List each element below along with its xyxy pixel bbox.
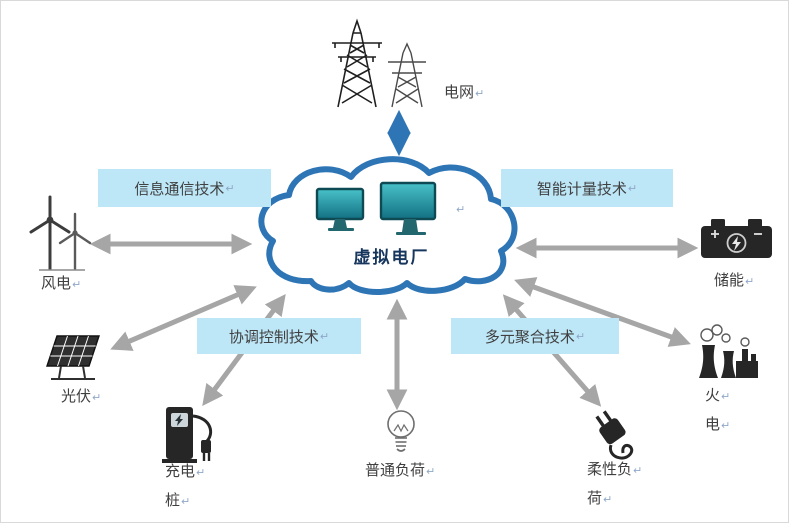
paragraph-mark: ↵ <box>633 465 643 477</box>
paragraph-mark: ↵ <box>721 391 731 403</box>
ev-charger-icon <box>159 404 219 464</box>
wind-label-text: 风电 <box>41 275 72 292</box>
solar-label: 光伏↵ <box>61 385 101 406</box>
paragraph-mark: ↵ <box>745 276 755 288</box>
techbox-ict: 信息通信技术↵ <box>98 169 271 207</box>
paragraph-mark: ↵ <box>426 466 436 478</box>
storage-label-text: 储能 <box>714 272 745 289</box>
techbox-aggregation-label: 多元聚合技术 <box>484 328 575 346</box>
paragraph-mark: ↵ <box>72 279 82 291</box>
paragraph-mark: ↵ <box>92 392 102 404</box>
paragraph-mark: ↵ <box>456 204 466 216</box>
techbox-metering: 智能计量技术↵ <box>501 169 673 207</box>
techbox-control: 协调控制技术↵ <box>197 318 361 354</box>
plug-icon <box>589 407 644 462</box>
vpp-cloud: ↵ 虚拟电厂 <box>249 151 534 306</box>
light-bulb-icon <box>381 407 421 457</box>
ordinary-load-label-text: 普通负荷 <box>365 462 426 479</box>
storage-label: 储能↵ <box>714 269 754 290</box>
techbox-aggregation: 多元聚合技术↵ <box>451 318 619 354</box>
paragraph-mark: ↵ <box>181 496 191 508</box>
battery-icon <box>699 214 774 260</box>
charger-label-line2: 桩 <box>165 492 181 509</box>
flexible-load-label-line2: 荷 <box>587 490 603 507</box>
wind-turbine-icon <box>23 193 95 273</box>
charger-label-line1: 充电 <box>165 463 196 480</box>
paragraph-mark: ↵ <box>475 88 485 100</box>
transmission-tower-icon <box>326 17 431 109</box>
paragraph-mark: ↵ <box>603 494 613 506</box>
thermal-label-line1: 火 <box>705 387 721 404</box>
charger-label: 充电↵ 桩↵ <box>165 458 205 516</box>
solar-panel-icon <box>43 332 101 384</box>
monitors-icon <box>315 181 437 235</box>
paragraph-mark: ↵ <box>196 467 206 479</box>
techbox-metering-label: 智能计量技术 <box>536 180 627 198</box>
grid-label-text: 电网 <box>444 84 475 101</box>
thermal-label: 火↵ 电↵ <box>705 382 730 440</box>
wind-label: 风电↵ <box>41 272 81 293</box>
paragraph-mark: ↵ <box>319 330 330 343</box>
flexible-load-label-line1: 柔性负 <box>587 461 633 478</box>
paragraph-mark: ↵ <box>721 420 731 432</box>
grid-label: 电网↵ <box>444 81 484 102</box>
paragraph-mark: ↵ <box>575 330 586 343</box>
techbox-control-label: 协调控制技术 <box>228 328 319 346</box>
cloud-title: 虚拟电厂 <box>353 248 430 267</box>
paragraph-mark: ↵ <box>225 182 235 195</box>
solar-label-text: 光伏 <box>61 388 92 405</box>
thermal-plant-icon <box>693 321 761 379</box>
paragraph-mark: ↵ <box>627 182 638 195</box>
techbox-ict-label: 信息通信技术 <box>134 180 225 198</box>
thermal-label-line2: 电 <box>705 416 721 433</box>
ordinary-load-label: 普通负荷↵ <box>365 459 435 480</box>
flexible-load-label: 柔性负↵ 荷↵ <box>587 456 642 514</box>
